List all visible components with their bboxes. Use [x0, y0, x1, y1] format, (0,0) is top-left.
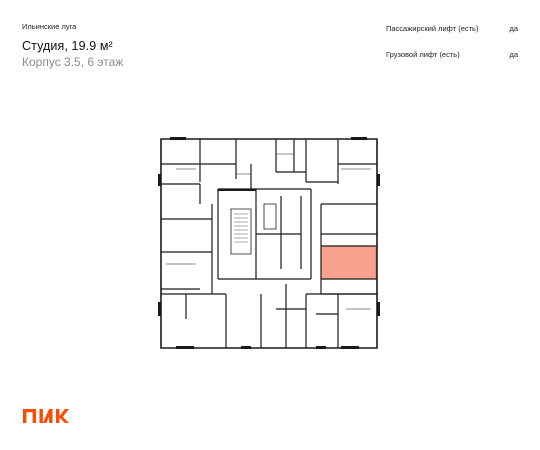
- highlighted-apartment[interactable]: [320, 245, 377, 280]
- spec-passenger-lift: Пассажирский лифт (есть) да: [386, 24, 518, 33]
- spec-freight-lift: Грузовой лифт (есть) да: [386, 50, 518, 59]
- pik-logo-mark: [23, 409, 69, 423]
- stairs: [234, 213, 248, 243]
- window-markers: [158, 137, 380, 349]
- floor-plan-drawing: [158, 137, 380, 349]
- apartment-title: Студия, 19.9 м²: [22, 39, 113, 53]
- walls: [160, 138, 378, 349]
- spec-value: да: [509, 24, 518, 33]
- project-name: Ильинские луга: [22, 22, 77, 31]
- apartment-location: Корпус 3.5, 6 этаж: [22, 55, 124, 69]
- spec-value: да: [509, 50, 518, 59]
- floor-plan: [156, 134, 385, 354]
- pik-logo: [23, 407, 69, 425]
- spec-label: Пассажирский лифт (есть): [386, 24, 479, 33]
- spec-label: Грузовой лифт (есть): [386, 50, 460, 59]
